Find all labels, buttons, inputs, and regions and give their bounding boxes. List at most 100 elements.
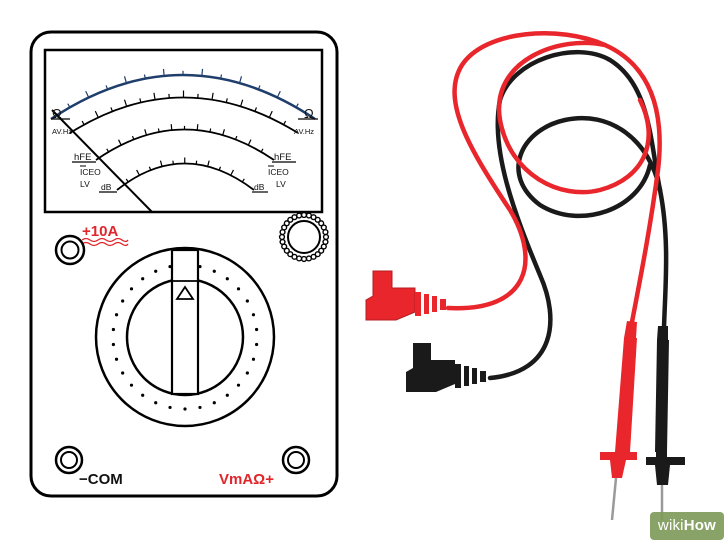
scale-tick (260, 148, 264, 153)
black-lead-cable-loop (516, 115, 663, 219)
scale-tick (240, 99, 244, 107)
iceo-label-right: ICEO (268, 167, 289, 177)
scale-tick (201, 68, 204, 76)
range-selector-dial[interactable] (94, 246, 276, 428)
dial-pointer-bar (170, 248, 200, 396)
com-label: −COM (79, 471, 123, 488)
red-banana-plug (365, 270, 446, 321)
scale-tick (139, 98, 142, 103)
scale-tick (241, 178, 245, 183)
db-label-right: dB (254, 182, 265, 192)
com-jack[interactable] (54, 445, 84, 475)
gear-tooth (318, 247, 325, 254)
iceo-label-left: ICEO (80, 167, 101, 177)
dial-dot (154, 269, 158, 273)
meter-needle (51, 109, 153, 213)
black-lead-cable (487, 50, 669, 381)
red-lead-cable-loop (496, 40, 651, 195)
ten-amp-jack[interactable] (54, 234, 86, 266)
dial-dot (121, 299, 125, 303)
dial-dot (129, 287, 134, 291)
scale-tick (81, 120, 85, 125)
hfe-label-right: hFE (274, 152, 291, 163)
wikihow-watermark-logo: wikiHow (649, 512, 724, 540)
scale-tick (85, 90, 90, 98)
scale-tick (234, 135, 238, 140)
scale-tick (153, 92, 156, 100)
scale-tick (136, 169, 140, 176)
dial-dot (111, 327, 115, 332)
dial-dot (198, 264, 202, 269)
db-label-left: dB (101, 182, 112, 192)
hfe-label-left: hFE (74, 152, 91, 163)
scale-tick (276, 90, 281, 98)
scale-tick (218, 166, 222, 171)
gear-tooth (300, 211, 308, 219)
dial-dot (198, 405, 202, 410)
dial-dot (251, 357, 256, 361)
dial-dot (129, 383, 134, 387)
scale-tick (209, 128, 212, 133)
scale-tick (238, 76, 243, 84)
db-scale-arc (116, 162, 255, 191)
gear-tooth (310, 214, 317, 221)
scale-tick (247, 139, 252, 146)
black-probe (646, 326, 685, 520)
dial-dot (225, 393, 229, 397)
gear-tooth (322, 229, 329, 236)
ten-amp-wavy-underline (81, 241, 129, 247)
scale-tick (105, 85, 109, 90)
scale-tick (143, 74, 146, 79)
gear-tooth (314, 251, 321, 258)
scale-tick (148, 166, 152, 171)
scale-tick (67, 103, 71, 108)
scale-tick (94, 110, 99, 118)
scale-tick (170, 124, 173, 131)
avhz-label-right: AV.Hz (294, 127, 314, 136)
dial-dot (121, 371, 125, 375)
scale-tick (211, 92, 214, 100)
gear-tooth (300, 255, 308, 263)
scale-tick (196, 124, 199, 131)
scale-tick (222, 129, 225, 136)
dial-dot (245, 371, 249, 375)
lv-label-right: LV (276, 179, 286, 189)
scale-tick (125, 178, 129, 183)
scale-tick (207, 160, 210, 167)
dial-dot (251, 313, 256, 317)
test-leads (445, 31, 669, 381)
dial-dot (141, 277, 145, 281)
dial-dot (141, 393, 145, 397)
watermark-suffix: How (683, 517, 716, 534)
scale-tick (157, 128, 160, 133)
ohm-label-right: Ω (304, 106, 314, 121)
scale-tick (159, 160, 163, 167)
scale-ticks (67, 68, 299, 183)
scale-tick (110, 107, 114, 112)
gear-tooth (318, 220, 325, 227)
scale-tick (123, 76, 128, 84)
dial-position-dots (111, 264, 259, 411)
gear-tooth (320, 243, 327, 250)
scale-tick (225, 98, 228, 103)
scale-tick (131, 135, 135, 140)
avhz-label-left: AV.Hz (52, 127, 72, 136)
dial-dot (236, 383, 241, 387)
gear-tooth (287, 251, 294, 258)
dial-dot (183, 407, 187, 411)
gear-tooth (296, 212, 303, 219)
zero-adjust-knob[interactable] (278, 211, 330, 263)
gear-tooth (291, 253, 298, 260)
scale-tick (254, 107, 258, 112)
dial-dot (154, 401, 158, 405)
dial-dot (236, 287, 241, 291)
scale-tick (106, 148, 110, 153)
scale-labels: Ω Ω AV.Hz AV.Hz hFE hFE ICEO ICEO LV LV … (52, 106, 314, 192)
gear-tooth (278, 233, 286, 241)
vma-ohm-label: VmAΩ+ (219, 471, 274, 488)
scale-tick (220, 74, 223, 79)
dial-pointer-triangle-icon (175, 285, 195, 300)
scale-tick (283, 120, 287, 125)
vma-ohm-jack[interactable] (281, 445, 311, 475)
red-probe (600, 321, 637, 521)
